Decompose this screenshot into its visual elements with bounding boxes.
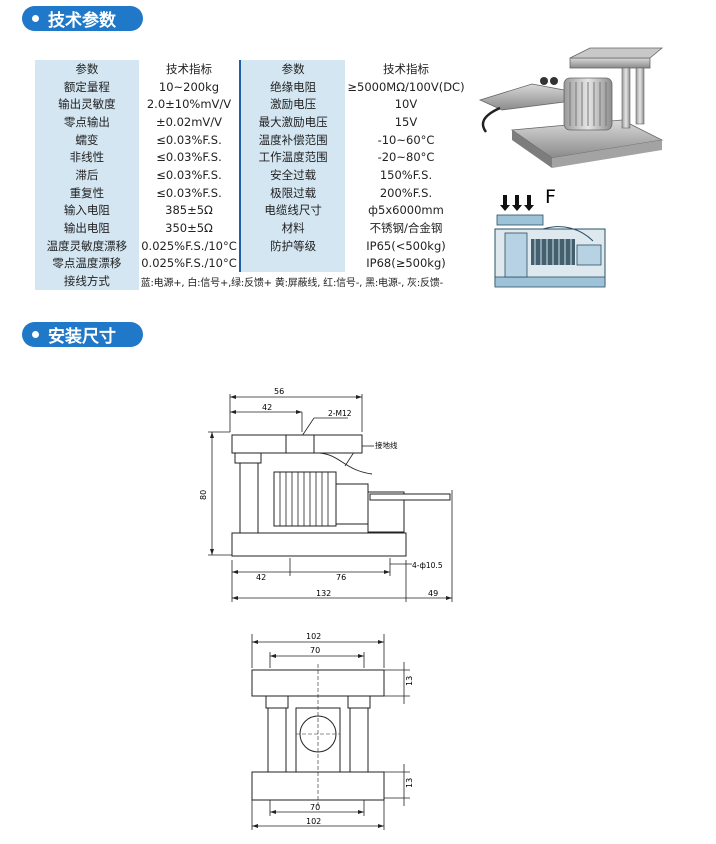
spec-value: 2.0±10%mV/V <box>138 95 241 114</box>
spec-param: 非线性 <box>35 148 139 167</box>
spec-param: 最大激励电压 <box>239 113 345 131</box>
dim-holes: 4-ф10.5 <box>412 561 443 570</box>
spec-value: ≥5000MΩ/100V(DC) <box>345 77 467 96</box>
spec-param <box>239 254 345 273</box>
spec-wiring-row: 接线方式蓝:电源+, 白:信号+,绿:反馈+ 黄:屏蔽线, 红:信号-, 黑:电… <box>35 272 467 290</box>
front-view-drawing: 102 70 13 13 70 102 <box>251 632 414 830</box>
spec-value: 0.025%F.S./10°C <box>138 236 241 255</box>
spec-param: 工作温度范围 <box>239 148 345 167</box>
spec-param: 输出灵敏度 <box>35 95 139 114</box>
side-view-drawing: 56 42 2-M12 接地线 80 42 76 4-ф10.5 132 49 <box>199 387 453 602</box>
bullet-icon <box>32 331 39 338</box>
spec-param: 零点温度漂移 <box>35 254 139 273</box>
spec-value: 10~200kg <box>138 77 241 96</box>
header-cell: 参数 <box>239 60 345 78</box>
header-cell: 参数 <box>35 60 139 78</box>
spec-value: 0.025%F.S./10°C <box>138 254 241 273</box>
spec-param: 安全过载 <box>239 166 345 184</box>
section-title-install: 安装尺寸 <box>22 322 143 347</box>
spec-value: 385±5Ω <box>138 201 241 220</box>
wiring-value: 蓝:电源+, 白:信号+,绿:反馈+ 黄:屏蔽线, 红:信号-, 黑:电源-, … <box>138 272 467 290</box>
spec-param: 重复性 <box>35 183 139 202</box>
spec-header-row: 参数 技术指标 参数 技术指标 <box>35 60 467 78</box>
dim-132: 132 <box>316 589 331 598</box>
spec-value: ±0.02mV/V <box>138 113 241 131</box>
spec-param: 极限过载 <box>239 183 345 202</box>
spec-value: 200%F.S. <box>345 183 467 202</box>
spec-value: ≤0.03%F.S. <box>138 183 241 202</box>
spec-value: 350±5Ω <box>138 219 241 237</box>
spec-param: 激励电压 <box>239 95 345 114</box>
dim-42-bottom: 42 <box>256 573 266 582</box>
spec-value: IP65(<500kg) <box>345 236 467 255</box>
spec-param: 温度补偿范围 <box>239 130 345 149</box>
spec-param: 材料 <box>239 219 345 237</box>
section-title-spec: 技术参数 <box>22 6 143 31</box>
dim-102-bottom: 102 <box>306 817 321 826</box>
section-title-spec-text: 技术参数 <box>48 11 116 31</box>
spec-param: 滞后 <box>35 166 139 184</box>
spec-value: 不锈钢/合金钢 <box>345 219 467 237</box>
dim-80: 80 <box>199 490 208 500</box>
dim-56: 56 <box>274 387 284 396</box>
dim-13-bottom: 13 <box>405 778 414 788</box>
dim-102-top: 102 <box>306 632 321 641</box>
spec-param: 输入电阻 <box>35 201 139 220</box>
spec-value: ≤0.03%F.S. <box>138 130 241 149</box>
spec-value: 15V <box>345 113 467 131</box>
dim-70-top: 70 <box>310 646 320 655</box>
ground-label: 接地线 <box>375 440 398 450</box>
header-cell: 技术指标 <box>138 60 241 78</box>
product-photo <box>478 47 664 168</box>
section-title-install-text: 安装尺寸 <box>48 327 116 347</box>
spec-value: ≤0.03%F.S. <box>138 166 241 184</box>
dim-76: 76 <box>336 573 346 582</box>
spec-row: 蠕变≤0.03%F.S.温度补偿范围-10~60°C <box>35 130 467 149</box>
spec-value: -20~80°C <box>345 148 467 167</box>
spec-param: 温度灵敏度漂移 <box>35 236 139 255</box>
spec-param: 防护等级 <box>239 236 345 255</box>
dim-70-bottom: 70 <box>310 803 320 812</box>
spec-value: ≤0.03%F.S. <box>138 148 241 167</box>
bullet-icon <box>32 15 39 22</box>
wiring-label: 接线方式 <box>35 272 139 290</box>
spec-value: 10V <box>345 95 467 114</box>
spec-row: 非线性≤0.03%F.S.工作温度范围-20~80°C <box>35 148 467 167</box>
dim-thread: 2-M12 <box>328 409 352 418</box>
spec-value: -10~60°C <box>345 130 467 149</box>
spec-value: 150%F.S. <box>345 166 467 184</box>
spec-param: 输出电阻 <box>35 219 139 237</box>
spec-value: IP68(≥500kg) <box>345 254 467 273</box>
force-label: F <box>545 186 556 208</box>
spec-param: 零点输出 <box>35 113 139 131</box>
spec-param: 蠕变 <box>35 130 139 149</box>
load-diagram: F <box>494 186 606 288</box>
spec-param: 额定量程 <box>35 77 139 96</box>
dim-49: 49 <box>428 589 438 598</box>
spec-value: ф5x6000mm <box>345 201 467 220</box>
dim-13-top: 13 <box>405 676 414 686</box>
header-cell: 技术指标 <box>345 60 467 78</box>
spec-param: 绝缘电阻 <box>239 77 345 96</box>
spec-param: 电缆线尺寸 <box>239 201 345 220</box>
dim-42-top: 42 <box>262 403 272 412</box>
